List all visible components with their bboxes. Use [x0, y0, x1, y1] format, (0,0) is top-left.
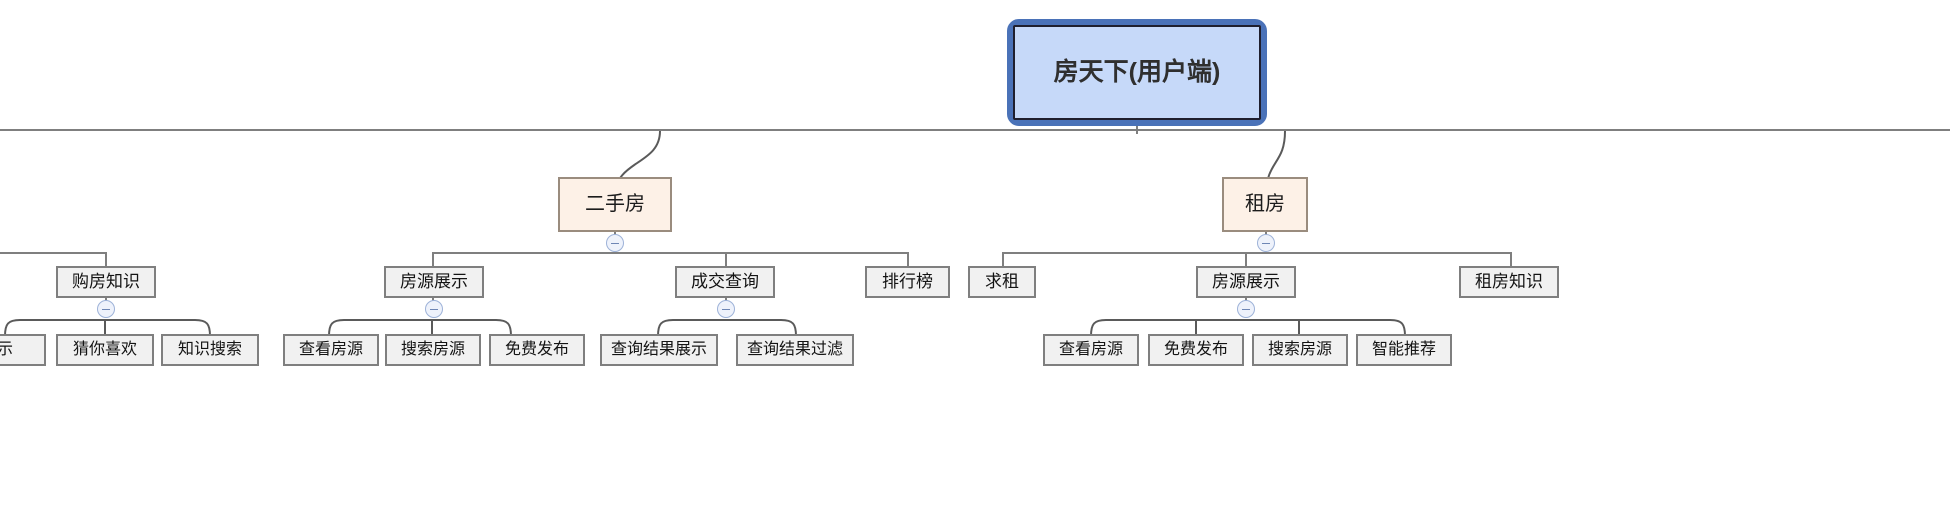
- node-goufangzhishi[interactable]: 购房知识: [56, 266, 156, 298]
- edge-ershoufang-bus: [432, 252, 909, 254]
- leaf-goufangzhishi-1[interactable]: 猜你喜欢: [56, 334, 154, 366]
- node-qiuzu[interactable]: 求租: [968, 266, 1036, 298]
- leaf-goufangzhishi-0[interactable]: 展示: [0, 334, 46, 366]
- leaf-zufang-fangyuanzhanshi-2[interactable]: 搜索房源: [1252, 334, 1348, 366]
- edge-to-paihangbang: [907, 252, 909, 267]
- collapse-handle-ershoufang-fangyuanzhanshi[interactable]: [425, 300, 443, 318]
- root-node-box[interactable]: 房天下(用户端): [1013, 25, 1261, 120]
- edge-to-chengjiaochaxun: [725, 252, 727, 267]
- node-chengjiaochaxun[interactable]: 成交查询: [675, 266, 775, 298]
- collapse-handle-chengjiaochaxun[interactable]: [717, 300, 735, 318]
- edge-zufang-bus: [1002, 252, 1511, 254]
- leaf-ershoufang-fangyuanzhanshi-1[interactable]: 搜索房源: [385, 334, 481, 366]
- edge-root-spine: [0, 129, 1950, 131]
- node-zufangzhishi[interactable]: 租房知识: [1459, 266, 1559, 298]
- node-ershoufang[interactable]: 二手房: [558, 177, 672, 232]
- node-ershoufang-fangyuanzhanshi[interactable]: 房源展示: [384, 266, 484, 298]
- edge-root-stem: [1136, 124, 1138, 134]
- leaf-chengjiaochaxun-0[interactable]: 查询结果展示: [600, 334, 718, 366]
- edge-to-zufangzhishi: [1510, 252, 1512, 267]
- collapse-handle-goufangzhishi[interactable]: [97, 300, 115, 318]
- edge-to-fangyuanzhanshi-2: [1245, 252, 1247, 267]
- collapse-handle-zufang-fangyuanzhanshi[interactable]: [1237, 300, 1255, 318]
- leaf-zufang-fangyuanzhanshi-3[interactable]: 智能推荐: [1356, 334, 1452, 366]
- node-paihangbang[interactable]: 排行榜: [865, 266, 950, 298]
- leaf-zufang-fangyuanzhanshi-1[interactable]: 免费发布: [1148, 334, 1244, 366]
- leaf-goufangzhishi-2[interactable]: 知识搜索: [161, 334, 259, 366]
- collapse-handle-ershoufang[interactable]: [606, 234, 624, 252]
- leaf-zufang-fangyuanzhanshi-0[interactable]: 查看房源: [1043, 334, 1139, 366]
- leaf-chengjiaochaxun-1[interactable]: 查询结果过滤: [736, 334, 854, 366]
- leaf-ershoufang-fangyuanzhanshi-0[interactable]: 查看房源: [283, 334, 379, 366]
- edge-to-qiuzu: [1002, 252, 1004, 267]
- node-zufang[interactable]: 租房: [1222, 177, 1308, 232]
- edge-to-fangyuanzhanshi-1: [432, 252, 434, 267]
- edge-gfzs-bus: [0, 252, 107, 254]
- node-zufang-fangyuanzhanshi[interactable]: 房源展示: [1196, 266, 1296, 298]
- leaf-ershoufang-fangyuanzhanshi-2[interactable]: 免费发布: [489, 334, 585, 366]
- edge-to-goufangzhishi: [105, 252, 107, 267]
- collapse-handle-zufang[interactable]: [1257, 234, 1275, 252]
